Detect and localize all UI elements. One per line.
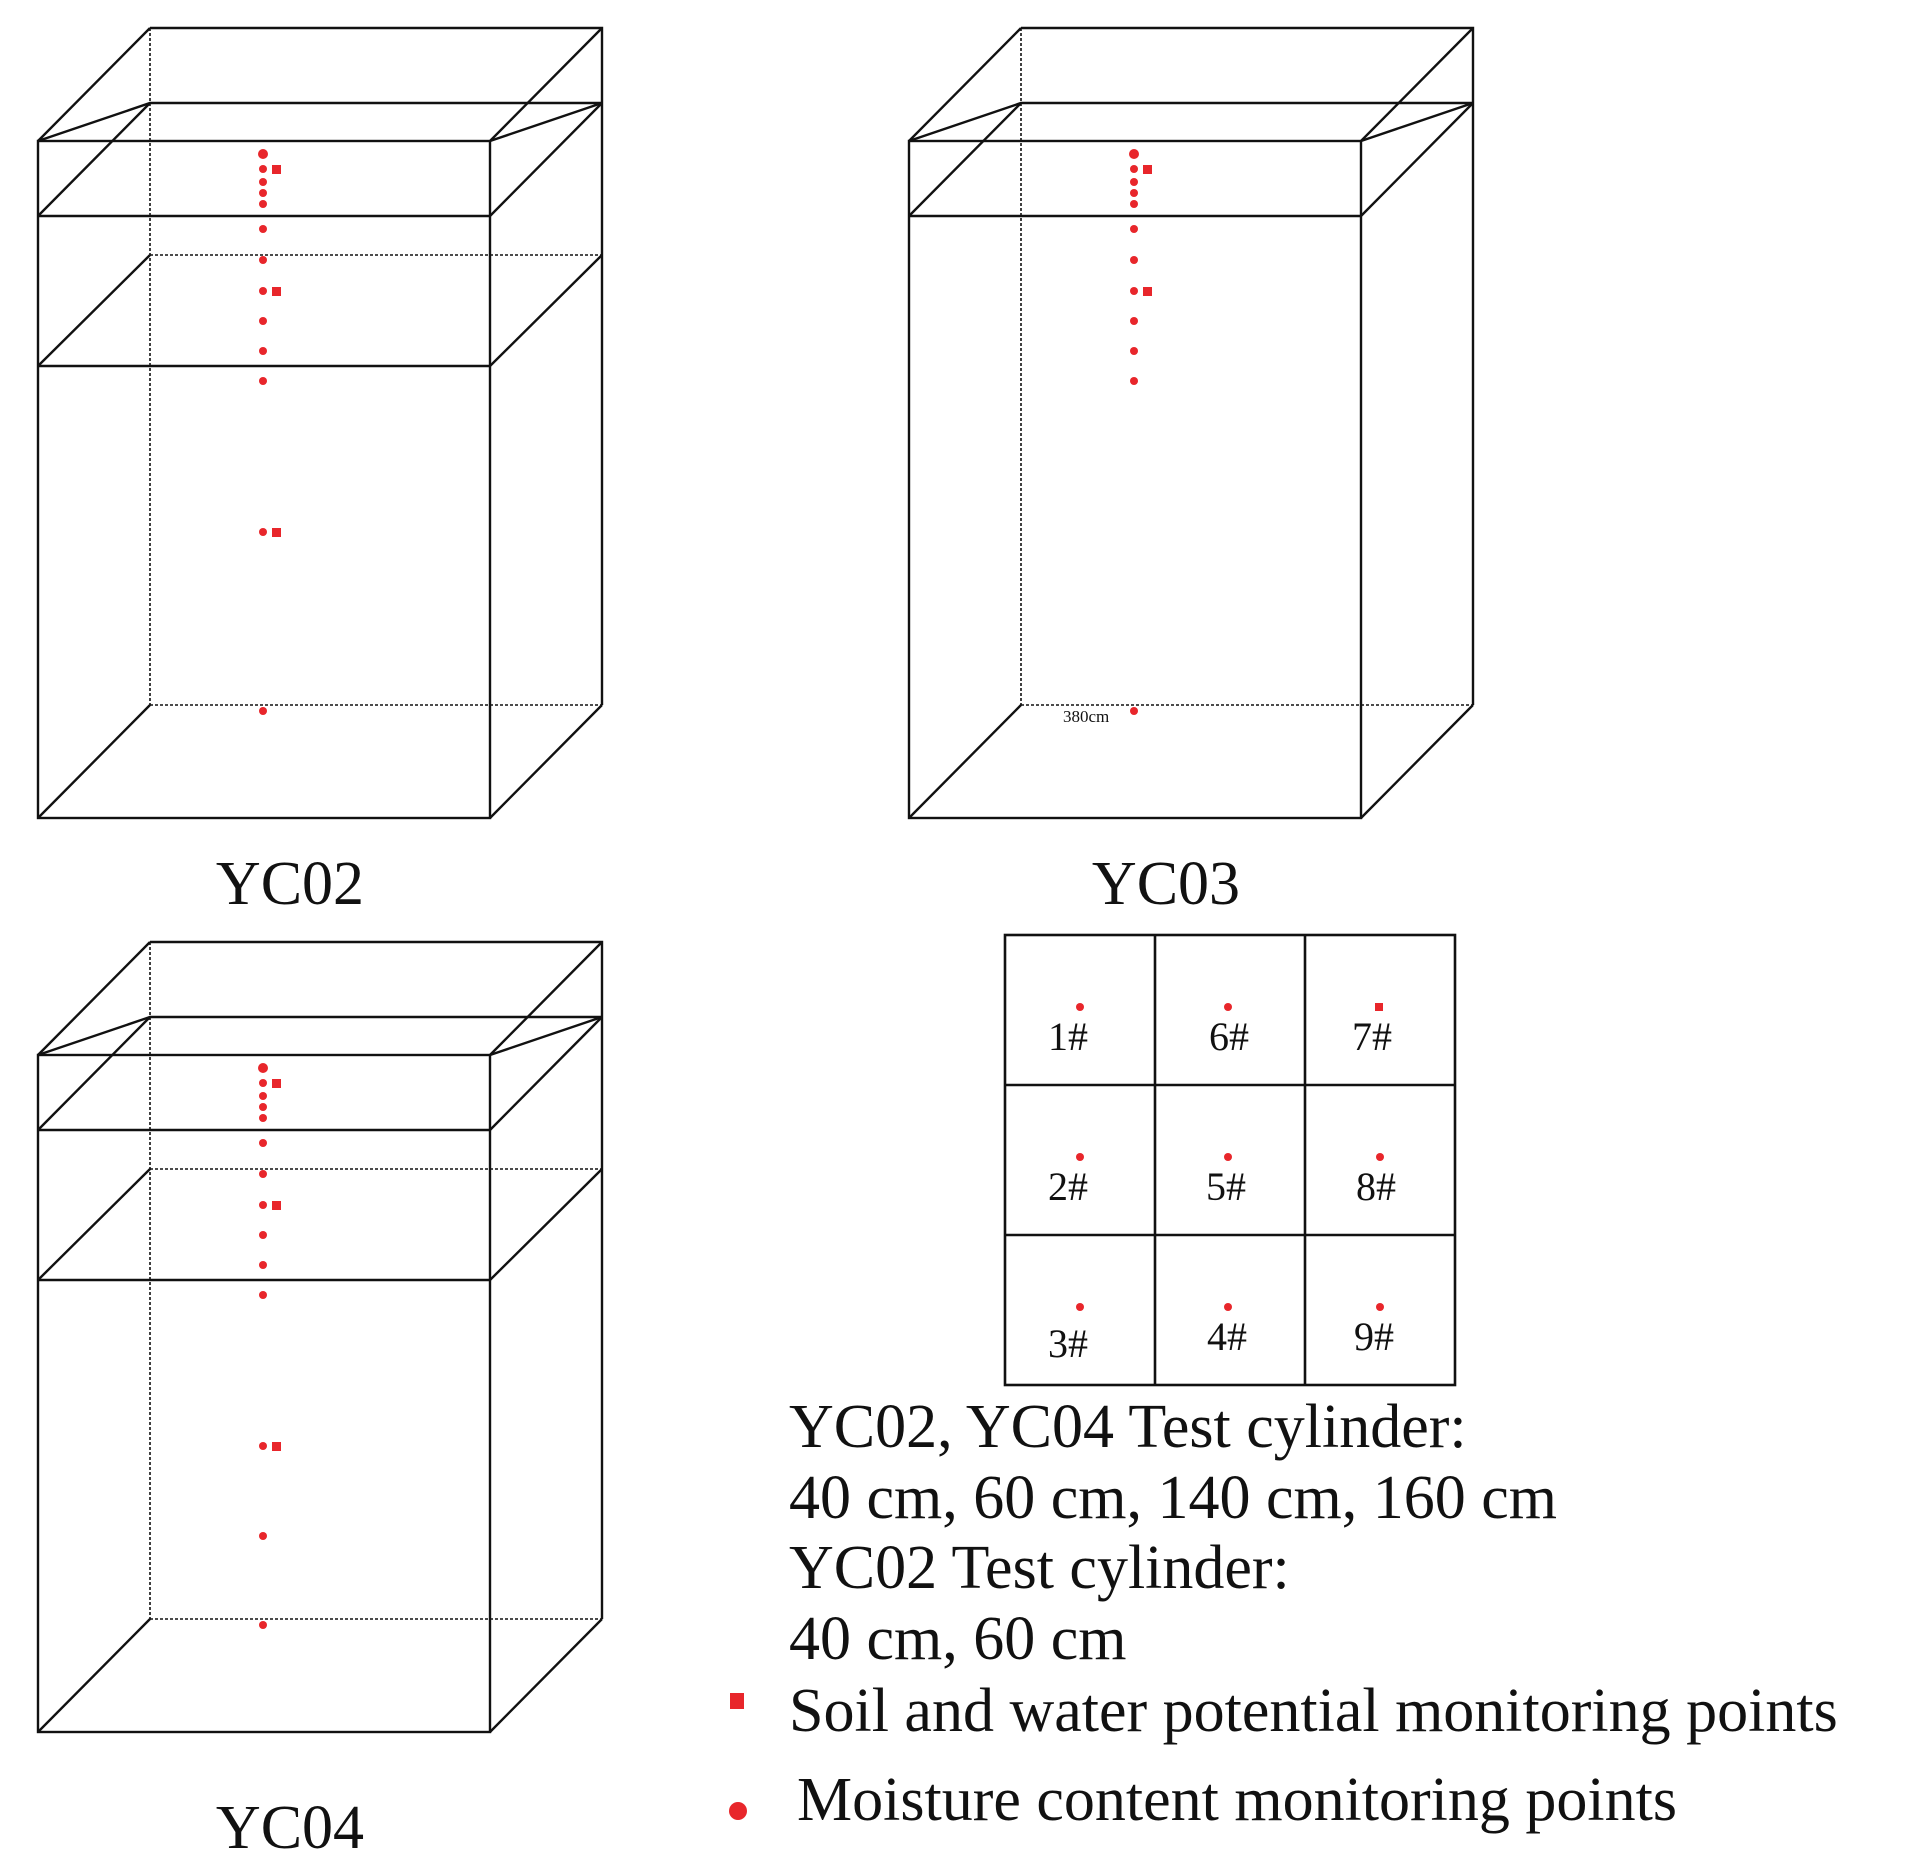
grid-cell-label: 9# — [1354, 1314, 1394, 1359]
cylinder-yc02: YC02 — [36, 26, 604, 918]
sampling-grid: 1# 6# 7# 2# 5# 8# 3# 4# 9# — [1003, 933, 1457, 1387]
legend: Soil and water potential monitoring poin… — [729, 1677, 1838, 1834]
grid-cell-label: 7# — [1352, 1014, 1392, 1059]
yc02-caption: YC02 — [216, 850, 364, 918]
cylinder-yc04: YC04 — [36, 940, 604, 1862]
yc03-depth-label: 380cm — [1063, 707, 1109, 726]
note-line-4: 40 cm, 60 cm — [789, 1605, 1127, 1673]
note-line-3: YC02 Test cylinder: — [789, 1534, 1290, 1602]
legend-circle-marker — [729, 1802, 747, 1820]
legend-circle-label: Moisture content monitoring points — [797, 1766, 1677, 1834]
grid-cell-label: 4# — [1207, 1314, 1247, 1359]
yc03-monitoring-points — [1129, 149, 1152, 715]
grid-cell-label: 5# — [1206, 1164, 1246, 1209]
yc04-caption: YC04 — [216, 1794, 364, 1862]
yc04-monitoring-points — [258, 1063, 281, 1629]
note-line-2: 40 cm, 60 cm, 140 cm, 160 cm — [789, 1464, 1557, 1532]
cylinder-yc03: 380cm YC03 — [907, 26, 1475, 918]
legend-square-label: Soil and water potential monitoring poin… — [789, 1677, 1838, 1745]
yc03-caption: YC03 — [1092, 850, 1240, 918]
grid-cell-label: 6# — [1209, 1014, 1249, 1059]
test-depth-notes: YC02, YC04 Test cylinder: 40 cm, 60 cm, … — [789, 1393, 1557, 1673]
grid-cell-label: 8# — [1356, 1164, 1396, 1209]
yc02-monitoring-points — [258, 149, 281, 715]
grid-cell-label: 2# — [1048, 1164, 1088, 1209]
legend-square-marker — [730, 1693, 744, 1709]
grid-cell-label: 3# — [1048, 1321, 1088, 1366]
note-line-1: YC02, YC04 Test cylinder: — [789, 1393, 1467, 1461]
grid-cell-label: 1# — [1048, 1014, 1088, 1059]
